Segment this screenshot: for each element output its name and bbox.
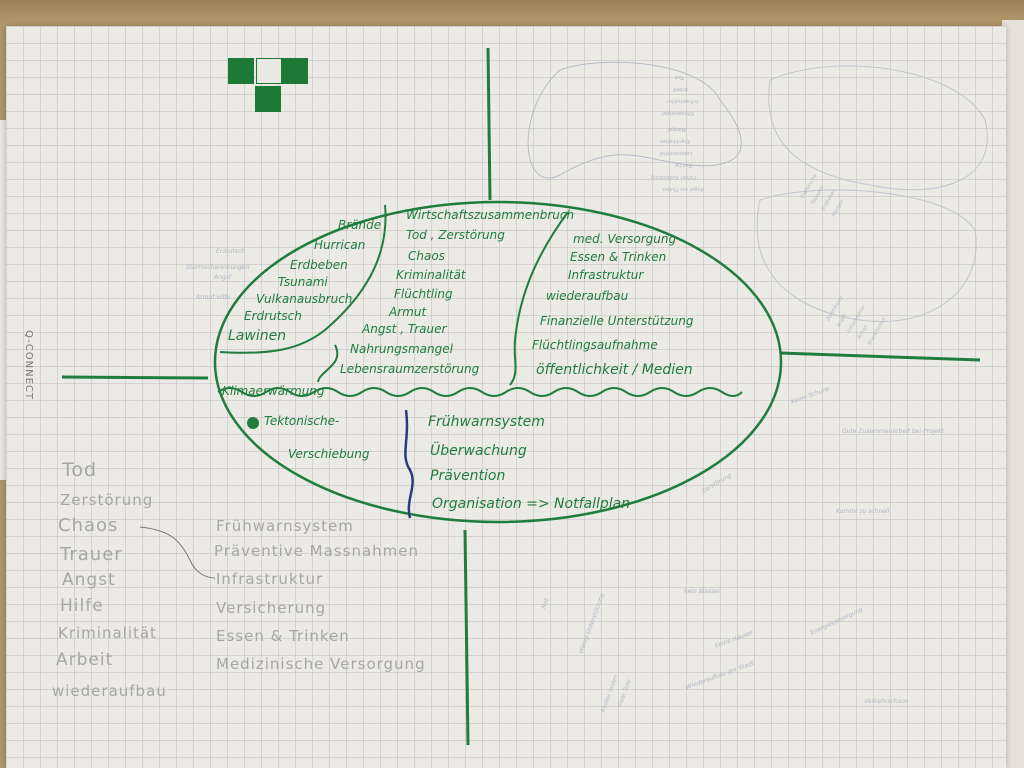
pencil-left-item-8: Arbeit xyxy=(56,650,114,670)
pencil-left-item-5: Angst xyxy=(62,570,116,590)
ellipse-right-item-4: wiederaufbau xyxy=(546,289,629,303)
divider-right xyxy=(509,211,569,386)
faint-r1-4: Hunger xyxy=(830,198,846,218)
ellipse-center-item-5: Flüchtling xyxy=(394,287,453,301)
divider-vertical-blue xyxy=(404,409,414,519)
ellipse-bottom-left-item-2: Tektonische- xyxy=(264,414,340,428)
faint-r2-5: Krankheiten xyxy=(866,317,888,347)
ellipse-bottom-right-item-4: Organisation => Notfallplan xyxy=(432,496,631,512)
pencil-bubble-right-1 xyxy=(768,65,988,191)
axis-horizontal-right xyxy=(779,351,981,362)
ellipse-left-item-2: Hurrican xyxy=(314,238,366,252)
faint-r2-4: Armut xyxy=(856,323,870,341)
ellipse-right-item-1: med. Versorgung xyxy=(573,232,677,246)
faint-lr-2: Gute Zusammenarbeit bei Projekt xyxy=(842,428,944,435)
divider-left xyxy=(219,204,387,354)
ellipse-right-item-6: Flüchtlingsaufnahme xyxy=(532,338,658,352)
pencil-left-item-7: Kriminalität xyxy=(58,624,157,642)
axis-vertical-top xyxy=(486,47,492,201)
ellipse-center-item-4: Kriminalität xyxy=(396,268,466,282)
pencil-right-item-2: Präventive Massnahmen xyxy=(214,542,419,560)
faint-top-10: Tod xyxy=(675,74,684,80)
ellipse-center-item-8: Nahrungsmangel xyxy=(350,342,453,356)
faint-lr-5: kein Wasser xyxy=(684,588,721,595)
faint-left-4: Armut Hilfe xyxy=(196,294,231,301)
pencil-bubble-right-2 xyxy=(756,189,977,322)
q-connect-brand: Q-CONNECT xyxy=(23,330,34,400)
pencil-right-item-5: Essen & Trinken xyxy=(216,627,350,645)
faint-left-1: Erdrutsch xyxy=(216,248,245,255)
faint-top-7: Klimawandel xyxy=(662,110,694,116)
ellipse-left-item-6: Erdrutsch xyxy=(244,309,302,323)
ellipse-right-item-3: Infrastruktur xyxy=(568,268,644,282)
axis-vertical-bottom xyxy=(463,529,470,746)
wave-divider xyxy=(217,387,743,397)
pencil-left-item-6: Hilfe xyxy=(60,596,104,616)
faint-lr-13: Verkehrschaos xyxy=(864,698,909,705)
ellipse-bottom-right-item-1: Frühwarnsystem xyxy=(428,414,545,430)
ellipse-right-item-5: Finanzielle Unterstützung xyxy=(540,314,694,328)
faint-left-3: Angst xyxy=(214,274,232,281)
grid-paper-poster xyxy=(6,26,1006,768)
ellipse-right-item-7: öffentlichkeit / Medien xyxy=(536,362,693,378)
pencil-left-item-2: Zerstörung xyxy=(60,491,154,509)
faint-top-9: Arbeit xyxy=(672,86,688,92)
pencil-right-item-6: Medizinische Versorgung xyxy=(216,655,426,673)
pencil-bubble-top xyxy=(527,61,742,179)
green-square-logo xyxy=(228,58,308,112)
faint-top-8: Infrastruktur xyxy=(666,98,698,104)
faint-top-1: Angst vor Fluten xyxy=(662,186,704,192)
ellipse-left-item-5: Vulkanausbruch xyxy=(256,292,353,306)
ellipse-center-item-9: Lebensraumzerstörung xyxy=(340,362,480,376)
ellipse-left-item-4: Tsunami xyxy=(278,275,328,289)
ellipse-right-item-2: Essen & Trinken xyxy=(570,250,667,264)
faint-r2-2: Angst xyxy=(835,312,849,329)
central-ellipse xyxy=(213,200,783,524)
ellipse-bottom-right-item-3: Prävention xyxy=(430,468,506,484)
ellipse-center-item-7: Angst , Trauer xyxy=(362,322,447,336)
pencil-left-item-3: Chaos xyxy=(58,515,119,536)
faint-top-5: Krankheiten xyxy=(659,138,690,144)
faint-top-3: Reiche xyxy=(675,162,692,168)
ellipse-left-item-3: Erdbeben xyxy=(290,258,348,272)
ellipse-center-item-6: Armut xyxy=(389,305,427,319)
left-paper-edge xyxy=(0,120,8,480)
pencil-left-item-9: wiederaufbau xyxy=(52,682,167,700)
ellipse-left-item-1: Brände xyxy=(338,218,382,232)
ellipse-bottom-left-item-3: Verschiebung xyxy=(288,447,370,461)
faint-left-2: Sturmschwankungen xyxy=(186,264,250,271)
faint-top-6: Mangel xyxy=(667,126,686,132)
faint-top-2: Fehler Ausbildung xyxy=(650,174,696,180)
wooden-board xyxy=(0,0,1024,26)
faint-top-bubble-notes: Angst vor Fluten Fehler Ausbildung Reich… xyxy=(608,56,708,196)
marker-dot xyxy=(247,417,259,429)
ellipse-center-item-2: Tod , Zerstörung xyxy=(406,228,505,242)
ellipse-bottom-right-item-2: Überwachung xyxy=(430,443,527,459)
pencil-right-item-1: Frühwarnsystem xyxy=(216,517,354,535)
ellipse-bottom-left-item-1: Klimaerwärmung xyxy=(222,384,325,398)
pencil-right-item-4: Versicherung xyxy=(216,599,327,617)
pencil-connector xyxy=(139,526,216,579)
ellipse-center-item-3: Chaos xyxy=(408,249,445,263)
pencil-right-item-3: Infrastruktur xyxy=(216,570,324,588)
divider-center xyxy=(317,344,339,383)
pencil-left-item-4: Trauer xyxy=(60,544,123,565)
ellipse-left-item-7: Lawinen xyxy=(228,328,287,344)
faint-lr-3: Kommt zu schnell xyxy=(836,508,890,515)
ellipse-center-item-1: Wirtschaftszusammenbruch xyxy=(406,208,575,222)
faint-top-4: Lebensmittel xyxy=(659,150,692,156)
right-paper-sheet xyxy=(1002,20,1024,768)
axis-horizontal-left xyxy=(61,375,209,380)
pencil-left-item-1: Tod xyxy=(62,459,98,481)
